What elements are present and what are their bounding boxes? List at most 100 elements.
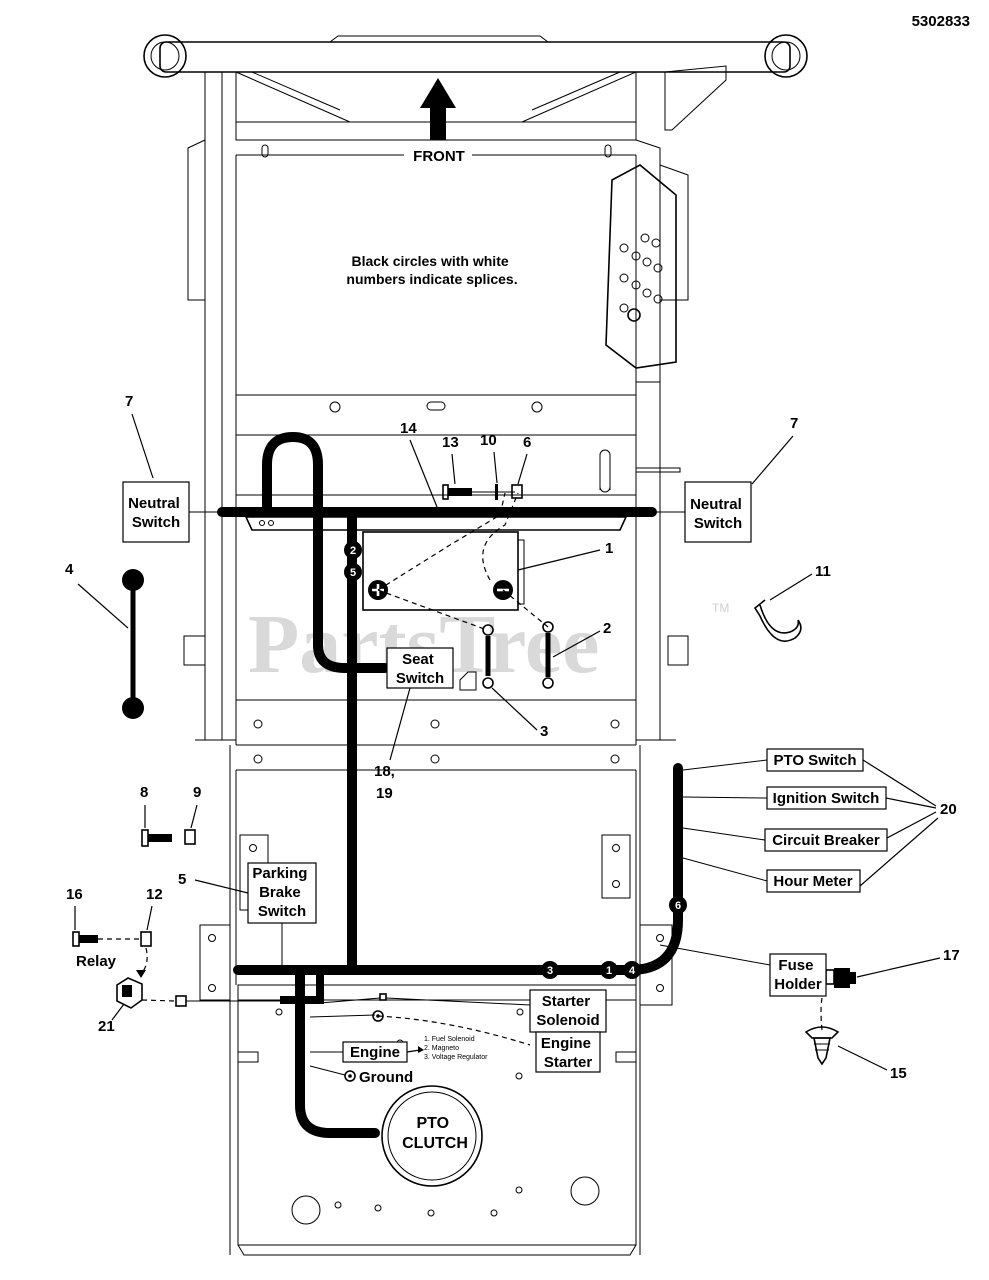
engine-conn-3: 3. Voltage Regulator bbox=[424, 1054, 488, 1061]
svg-text:Parking Brake Swit: Parking Brake Switch bbox=[252, 865, 311, 920]
neutral-switch-right-box: Neutral Switch bbox=[684, 481, 752, 543]
watermark-tm: TM bbox=[712, 601, 729, 615]
splice-note-line-2: numbers indicate splices. bbox=[346, 271, 517, 287]
neutral-switch-right-line-1: Neutral bbox=[690, 496, 742, 513]
splice-note: Black circles with white numbers indicat… bbox=[346, 253, 517, 287]
svg-text:Neutral Switch: Neutral Switch bbox=[128, 495, 184, 531]
neutral-switch-left-line-2: Switch bbox=[132, 514, 180, 531]
pto-clutch-line-1: PTO bbox=[416, 1115, 449, 1132]
callout-18: 18, bbox=[374, 763, 395, 780]
callout-4: 4 bbox=[65, 561, 74, 578]
nut-item-12 bbox=[140, 931, 152, 947]
callout-6-bolt: 6 bbox=[523, 434, 531, 451]
callout-2: 2 bbox=[603, 620, 611, 637]
callout-11: 11 bbox=[815, 563, 831, 580]
ignition-switch-label: Ignition Switch bbox=[773, 790, 880, 807]
callout-8: 8 bbox=[140, 784, 148, 801]
clip-item-11 bbox=[753, 599, 802, 642]
engine-starter-line-2: Starter bbox=[544, 1054, 593, 1071]
splices: 2 5 3 1 4 6 bbox=[344, 541, 687, 979]
push-rivet-item-15 bbox=[804, 1026, 840, 1066]
engine-conn-1: 1. Fuel Solenoid bbox=[424, 1036, 475, 1043]
callout-20: 20 bbox=[940, 801, 957, 818]
relay-label: Relay bbox=[76, 953, 117, 970]
parking-brake-switch-box: Parking Brake Switch bbox=[247, 862, 317, 924]
seat-switch-box: Seat Switch bbox=[386, 647, 454, 689]
callout-1: 1 bbox=[605, 540, 613, 557]
splice-5: 5 bbox=[344, 563, 362, 581]
callout-13: 13 bbox=[442, 434, 459, 451]
parking-brake-line-1: Parking bbox=[252, 865, 307, 882]
engine-connections: 1. Fuel Solenoid 2. Magneto 3. Voltage R… bbox=[424, 1036, 488, 1061]
circuit-breaker-box: Circuit Breaker bbox=[764, 828, 888, 852]
starter-solenoid-line-2: Solenoid bbox=[536, 1012, 599, 1029]
switch-leads bbox=[659, 759, 771, 966]
screw-item-16 bbox=[72, 931, 98, 947]
callouts: 7 7 14 13 10 6 1 4 11 2 3 18, 19 8 9 20 … bbox=[65, 393, 960, 1082]
svg-text:Engine Starter: Engine Starter bbox=[541, 1035, 595, 1071]
starter-solenoid-box: Starter Solenoid bbox=[529, 989, 607, 1033]
front-label: FRONT bbox=[413, 148, 465, 165]
svg-text:Neutral Switch: Neutral Switch bbox=[690, 496, 746, 532]
nut-item-9 bbox=[184, 829, 196, 845]
callout-15: 15 bbox=[890, 1065, 907, 1082]
svg-text:3: 3 bbox=[547, 965, 553, 977]
svg-text:PTO CLUTCH: PTO CLUTCH bbox=[402, 1115, 468, 1152]
front-arrow: FRONT bbox=[404, 78, 472, 165]
callout-9: 9 bbox=[193, 784, 201, 801]
callout-16: 16 bbox=[66, 886, 83, 903]
screw-item-8 bbox=[141, 829, 172, 847]
callout-12: 12 bbox=[146, 886, 163, 903]
callout-21: 21 bbox=[98, 1018, 115, 1035]
cables bbox=[377, 492, 554, 691]
splice-2: 2 bbox=[344, 541, 362, 559]
ground-label: Ground bbox=[359, 1069, 413, 1086]
ignition-switch-box: Ignition Switch bbox=[766, 786, 887, 810]
fuse-holder-line-1: Fuse bbox=[778, 957, 813, 974]
parking-brake-line-3: Switch bbox=[258, 903, 306, 920]
pto-switch-label: PTO Switch bbox=[773, 752, 856, 769]
engine-wiring bbox=[309, 993, 531, 1082]
neutral-switch-left-box: Neutral Switch bbox=[122, 481, 190, 543]
starter-solenoid-line-1: Starter bbox=[542, 993, 591, 1010]
splice-6: 6 bbox=[669, 896, 687, 914]
callout-17: 17 bbox=[943, 947, 960, 964]
svg-text:5: 5 bbox=[350, 567, 356, 579]
parking-brake-line-2: Brake bbox=[259, 884, 301, 901]
engine-starter-box: Engine Starter bbox=[535, 1031, 601, 1073]
svg-text:Fuse Holder: Fuse Holder bbox=[774, 957, 822, 993]
splice-3: 3 bbox=[541, 961, 559, 979]
circuit-breaker-label: Circuit Breaker bbox=[772, 832, 880, 849]
fuse-holder-box: Fuse Holder bbox=[769, 953, 827, 997]
neutral-switch-left-line-1: Neutral bbox=[128, 495, 180, 512]
engine-label: Engine bbox=[350, 1044, 400, 1061]
svg-text:4: 4 bbox=[629, 965, 636, 977]
fuse-holder-line-2: Holder bbox=[774, 976, 822, 993]
callout-5: 5 bbox=[178, 871, 186, 888]
seat-switch-line-1: Seat bbox=[402, 651, 434, 668]
panel-holes bbox=[619, 233, 663, 322]
battery-bolt-hardware bbox=[442, 484, 523, 500]
splice-1: 1 bbox=[600, 961, 618, 979]
pto-clutch-line-2: CLUTCH bbox=[402, 1135, 468, 1152]
part-number: 5302833 bbox=[912, 13, 970, 30]
svg-text:1: 1 bbox=[606, 965, 612, 977]
pto-clutch: PTO CLUTCH bbox=[381, 1085, 483, 1187]
callout-3: 3 bbox=[540, 723, 548, 740]
callout-14: 14 bbox=[400, 420, 417, 437]
fuse-connector-item-17 bbox=[825, 968, 856, 988]
svg-text:Starter Solenoid: Starter Solenoid bbox=[536, 993, 599, 1029]
hour-meter-box: Hour Meter bbox=[766, 869, 861, 893]
splice-note-line-1: Black circles with white bbox=[351, 253, 508, 269]
svg-text:2: 2 bbox=[350, 545, 356, 557]
engine-starter-line-1: Engine bbox=[541, 1035, 591, 1052]
seat-switch-line-2: Switch bbox=[396, 670, 444, 687]
svg-text:Seat Switch: Seat Switch bbox=[396, 651, 444, 687]
callout-7-left: 7 bbox=[125, 393, 133, 410]
relay-icon bbox=[116, 977, 143, 1009]
engine-box: Engine bbox=[342, 1041, 408, 1063]
splice-4: 4 bbox=[623, 961, 641, 979]
callout-10: 10 bbox=[480, 432, 497, 449]
engine-conn-2: 2. Magneto bbox=[424, 1045, 459, 1052]
neutral-switch-right-line-2: Switch bbox=[694, 515, 742, 532]
